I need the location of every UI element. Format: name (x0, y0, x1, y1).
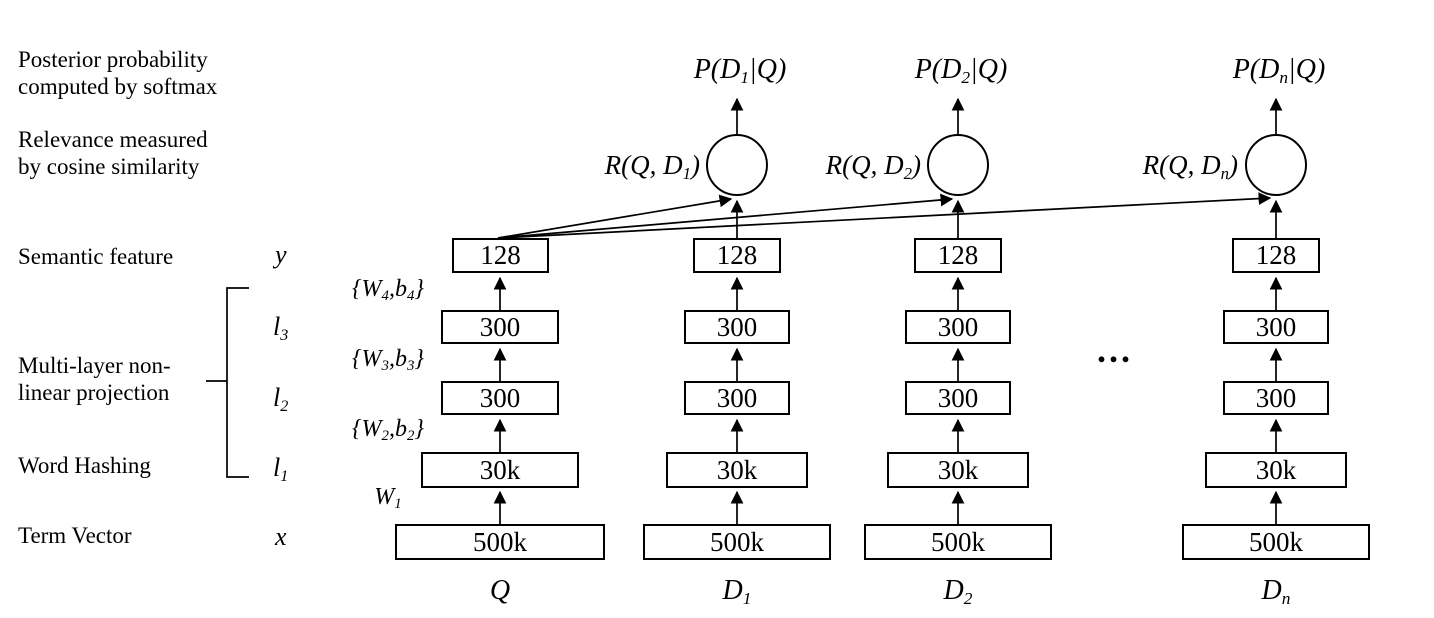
layer-var-y: y (275, 240, 287, 269)
label-line: Multi-layer non- (18, 353, 171, 378)
weights-w2b2: {W2,b2} (351, 416, 425, 445)
layer-var-l1: l1 (273, 453, 289, 485)
label-word-hashing: Word Hashing (18, 453, 151, 478)
posterior-label-d2: P(D2|Q) (914, 54, 1008, 87)
q-box-128: 128 (452, 238, 549, 273)
column-label-d1: D1 (722, 575, 752, 608)
column-label-q: Q (489, 575, 511, 606)
d2-box-128: 128 (914, 238, 1002, 273)
label-semantic-feature: Semantic feature (18, 244, 174, 269)
weights-w1: W1 (374, 484, 402, 513)
layer-group-bracket (206, 287, 249, 478)
relevance-label-d1: R(Q, D1) (604, 150, 700, 183)
fan-line-q-d1 (497, 194, 733, 239)
label-line: linear projection (18, 380, 170, 405)
d2-box-30k: 30k (887, 452, 1029, 488)
cosine-node-d2 (927, 134, 989, 196)
relevance-label-d2: R(Q, D2) (825, 150, 921, 183)
label-line: computed by softmax (18, 74, 218, 99)
label-line: Posterior probability (18, 47, 208, 72)
d1-box-128: 128 (693, 238, 781, 273)
layer-var-l3: l3 (273, 312, 289, 344)
column-label-d2: D2 (943, 575, 973, 608)
ellipsis-separator: ... (1097, 330, 1133, 370)
cosine-node-dn (1245, 134, 1307, 196)
label-posterior-probability: Posterior probability computed by softma… (18, 46, 217, 100)
column-label-dn: Dn (1261, 575, 1291, 608)
relevance-label-dn: R(Q, Dn) (1142, 150, 1238, 183)
label-relevance: Relevance measured by cosine similarity (18, 126, 208, 180)
d1-box-300b: 300 (684, 381, 790, 415)
label-term-vector: Term Vector (18, 523, 132, 548)
weights-w4b4: {W4,b4} (351, 276, 425, 305)
d1-box-300a: 300 (684, 310, 790, 344)
d1-box-30k: 30k (666, 452, 808, 488)
posterior-label-d1: P(D1|Q) (693, 54, 787, 87)
d2-box-300b: 300 (905, 381, 1011, 415)
fan-line-q-d2 (497, 193, 954, 239)
layer-var-x: x (275, 522, 287, 551)
q-box-300a: 300 (441, 310, 559, 344)
dn-box-128: 128 (1232, 238, 1320, 273)
cosine-node-d1 (706, 134, 768, 196)
posterior-label-dn: P(Dn|Q) (1232, 54, 1326, 87)
d2-box-300a: 300 (905, 310, 1011, 344)
layer-var-l2: l2 (273, 383, 289, 415)
label-multilayer-projection: Multi-layer non- linear projection (18, 352, 171, 406)
dn-box-300b: 300 (1223, 381, 1329, 415)
d1-box-500k: 500k (643, 524, 831, 560)
dn-box-30k: 30k (1205, 452, 1347, 488)
d2-box-500k: 500k (864, 524, 1052, 560)
label-line: by cosine similarity (18, 154, 200, 179)
fan-line-q-dn (497, 192, 1272, 239)
dn-box-500k: 500k (1182, 524, 1370, 560)
q-box-300b: 300 (441, 381, 559, 415)
dn-box-300a: 300 (1223, 310, 1329, 344)
weights-w3b3: {W3,b3} (351, 346, 425, 375)
label-line: Relevance measured (18, 127, 208, 152)
q-box-500k: 500k (395, 524, 605, 560)
q-box-30k: 30k (421, 452, 579, 488)
